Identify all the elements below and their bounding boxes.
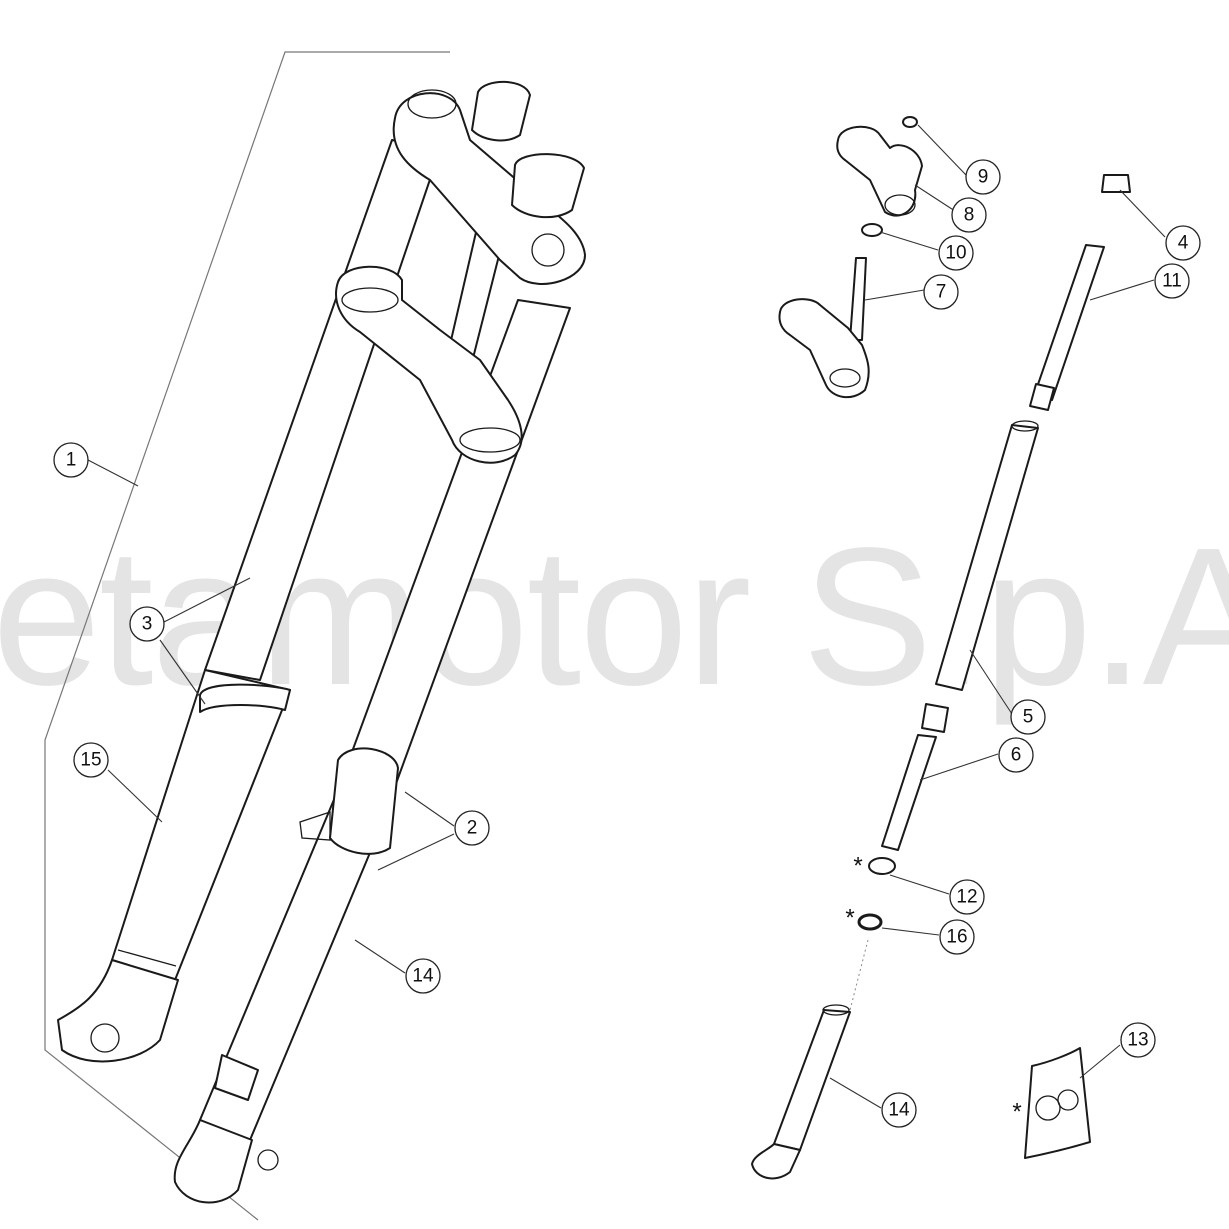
right-leg-clamp — [329, 747, 399, 855]
assembly-bracket — [44, 51, 450, 1221]
part-11-spring-end — [1029, 383, 1055, 411]
part-13-seal-kit-bag — [1024, 1047, 1091, 1159]
asterisk-marker-o-ring: * — [845, 905, 854, 932]
part-14-slider — [773, 1009, 851, 1151]
part-7-stem-shaft — [849, 257, 867, 341]
asterisk-marker-kit: * — [1012, 1099, 1021, 1126]
callout-3-label: 3 — [142, 614, 153, 635]
callout-5: 5 — [1010, 699, 1046, 735]
callout-14-exploded: 14 — [881, 1092, 917, 1128]
callout-6: 6 — [998, 737, 1034, 773]
part-9-nut — [902, 116, 918, 128]
handlebar-riser-1 — [471, 80, 531, 142]
part-8-upper-clamp — [836, 125, 923, 217]
callout-4-label: 4 — [1178, 233, 1189, 254]
part-12-seal — [868, 857, 896, 875]
caliper-mount — [214, 1054, 259, 1101]
callout-11-label: 11 — [1162, 271, 1182, 292]
part-6-damper-rod — [881, 734, 937, 851]
callout-2: 2 — [454, 810, 490, 846]
callout-15-label: 15 — [80, 750, 101, 771]
callout-8: 8 — [951, 197, 987, 233]
part-7-lower-clamp — [778, 298, 870, 399]
callout-11: 11 — [1154, 263, 1190, 299]
assembly-axis — [849, 939, 869, 1011]
callout-2-label: 2 — [467, 818, 478, 839]
callout-12-label: 12 — [956, 887, 977, 908]
lower-triple-clamp — [335, 265, 523, 464]
part-5-outer-tube — [935, 424, 1039, 691]
part-16-o-ring — [857, 913, 883, 931]
left-leg-clamp — [199, 683, 291, 713]
callout-15: 15 — [73, 742, 109, 778]
callout-14b-label: 14 — [888, 1100, 910, 1121]
callout-14-assembly: 14 — [405, 958, 441, 994]
part-4-top-cap — [1101, 174, 1131, 193]
left-axle-foot — [57, 959, 179, 1063]
callout-13-label: 13 — [1127, 1030, 1148, 1051]
part-14-axle-foot — [751, 1143, 801, 1180]
asterisk-marker-seal: * — [853, 853, 862, 880]
exploded-parts — [751, 116, 1131, 1180]
handlebar-riser-2 — [511, 153, 585, 219]
part-bushing — [921, 703, 949, 733]
callout-5-label: 5 — [1023, 707, 1034, 728]
callout-9-label: 9 — [978, 167, 989, 188]
callout-6-label: 6 — [1011, 745, 1022, 766]
callout-3: 3 — [129, 606, 165, 642]
upper-triple-clamp — [392, 92, 586, 285]
callout-9: 9 — [965, 159, 1001, 195]
right-axle-foot — [173, 1119, 253, 1204]
callout-10-label: 10 — [945, 243, 966, 264]
watermark-text: etamotor S.p.A — [0, 507, 1229, 726]
leader-lines — [87, 124, 1166, 1109]
callout-14a-label: 14 — [412, 966, 434, 987]
callout-12: 12 — [949, 879, 985, 915]
fork-assembly — [57, 80, 586, 1204]
callout-10: 10 — [938, 235, 974, 271]
callout-1: 1 — [53, 442, 89, 478]
callout-13: 13 — [1120, 1022, 1156, 1058]
callout-4: 4 — [1165, 225, 1201, 261]
callout-16-label: 16 — [946, 927, 967, 948]
callout-1-label: 1 — [66, 450, 77, 471]
part-10-washer — [861, 223, 883, 237]
callout-16: 16 — [939, 919, 975, 955]
callout-8-label: 8 — [964, 205, 975, 226]
callout-7: 7 — [923, 274, 959, 310]
callout-7-label: 7 — [936, 282, 947, 303]
part-11-cartridge — [1033, 244, 1105, 401]
